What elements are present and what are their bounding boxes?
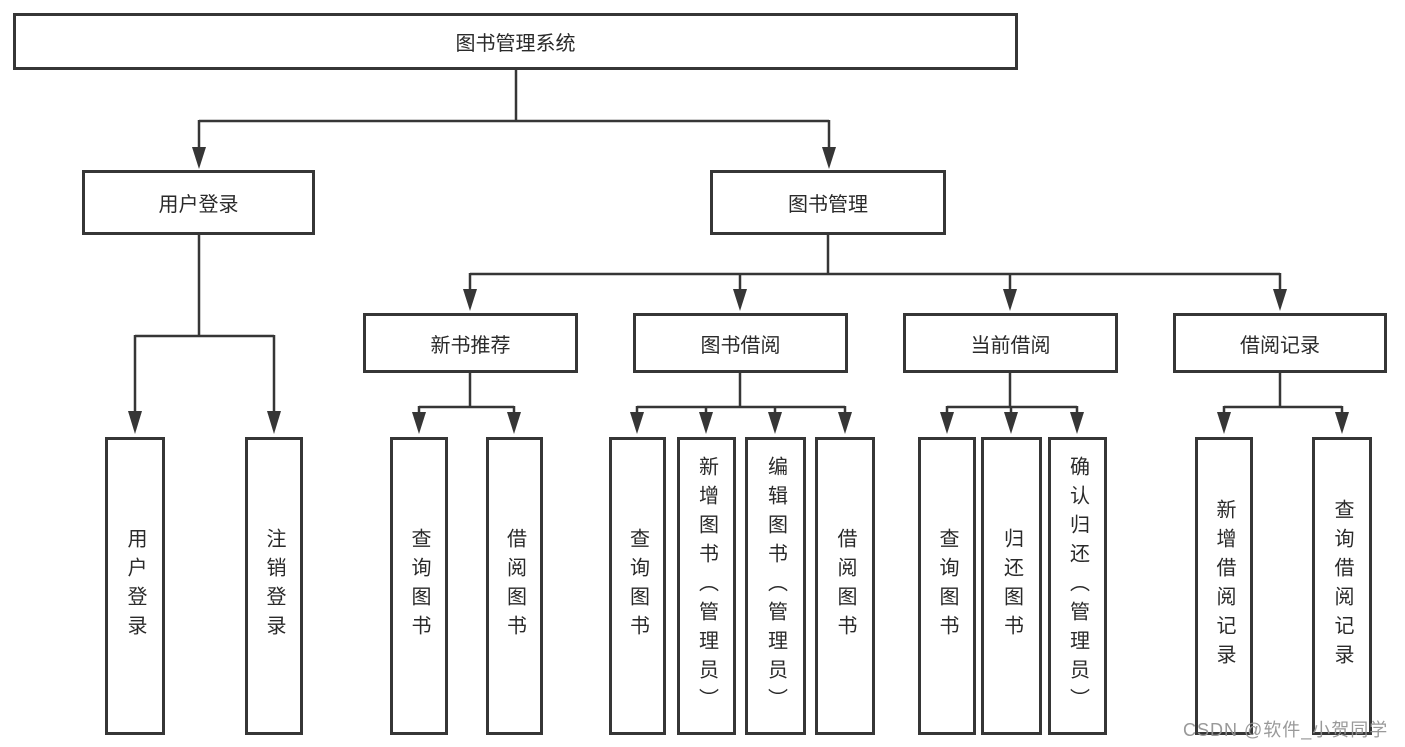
node-add-book-admin: 新增图书（管理员） — [677, 437, 736, 735]
node-label: 查询图书 — [626, 528, 649, 644]
node-user-login-branch: 用户登录 — [82, 170, 315, 235]
node-label: 新书推荐 — [430, 334, 511, 357]
node-label: 借阅图书 — [834, 528, 856, 644]
node-book-management-branch: 图书管理 — [710, 170, 946, 235]
node-query-borrow-record: 查询借阅记录 — [1312, 437, 1372, 735]
node-new-book-recommend: 新书推荐 — [363, 313, 578, 373]
node-logout-leaf: 注销登录 — [245, 437, 303, 735]
node-current-borrow: 当前借阅 — [903, 313, 1118, 373]
node-book-borrow: 图书借阅 — [633, 313, 848, 373]
node-query-books-recommend: 查询图书 — [390, 437, 448, 735]
node-label: 图书管理 — [788, 194, 868, 216]
node-label: 用户登录 — [158, 194, 239, 216]
node-query-books-borrow: 查询图书 — [609, 437, 666, 735]
node-label: 归还图书 — [1000, 528, 1023, 644]
node-borrow-records: 借阅记录 — [1173, 313, 1387, 373]
node-label: 编辑图书（管理员） — [764, 455, 787, 717]
node-label: 新增借阅记录 — [1213, 499, 1235, 673]
node-user-login-leaf: 用户登录 — [105, 437, 165, 735]
node-label: 当前借阅 — [970, 334, 1051, 357]
node-borrow-books-leaf: 借阅图书 — [815, 437, 875, 735]
node-label: 新增图书（管理员） — [695, 455, 718, 717]
node-confirm-return-admin: 确认归还（管理员） — [1048, 437, 1107, 735]
node-library-management-system: 图书管理系统 — [13, 13, 1018, 70]
node-label: 查询图书 — [408, 528, 430, 644]
node-label: 图书借阅 — [700, 334, 781, 357]
node-label: 确认归还（管理员） — [1066, 455, 1089, 717]
csdn-watermark: CSDN @软件_小贺同学 — [1183, 720, 1389, 740]
node-query-books-current: 查询图书 — [918, 437, 976, 735]
node-label: 查询借阅记录 — [1331, 499, 1353, 673]
node-label: 用户登录 — [124, 528, 146, 644]
node-label: 图书管理系统 — [455, 33, 576, 55]
node-edit-book-admin: 编辑图书（管理员） — [745, 437, 806, 735]
node-label: 借阅记录 — [1240, 334, 1320, 357]
node-return-books: 归还图书 — [981, 437, 1042, 735]
node-borrow-books-recommend: 借阅图书 — [486, 437, 543, 735]
node-add-borrow-record: 新增借阅记录 — [1195, 437, 1253, 735]
node-label: 借阅图书 — [503, 528, 526, 644]
node-label: 注销登录 — [263, 528, 285, 644]
node-label: 查询图书 — [936, 528, 958, 644]
